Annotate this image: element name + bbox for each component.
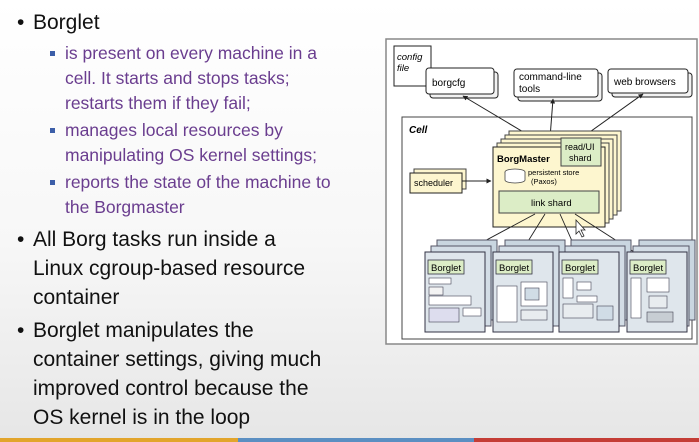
config-file-icon: config file — [393, 45, 432, 87]
command-line-tools-box: command-line tools — [513, 68, 603, 102]
bullet-dot: • — [17, 11, 25, 34]
svg-text:file: file — [397, 63, 409, 74]
svg-text:read/UI: read/UI — [565, 142, 595, 152]
bottom-bar-segment-blue — [238, 438, 474, 442]
square-bullet-marker — [50, 128, 55, 133]
machine-3: Borglet — [558, 239, 632, 333]
web-browsers-box: web browsers — [607, 68, 693, 98]
svg-text:scheduler: scheduler — [414, 178, 453, 188]
svg-text:link shard: link shard — [531, 198, 572, 209]
svg-text:shard: shard — [569, 153, 592, 163]
borgcfg-box: borgcfg — [425, 67, 499, 99]
scheduler-box: scheduler — [409, 168, 467, 194]
svg-text:tools: tools — [519, 84, 540, 95]
borglet-label: Borglet — [565, 263, 595, 274]
bottom-accent-bar — [0, 438, 699, 442]
machine-4: Borglet — [626, 239, 696, 333]
link-shard-box: link shard — [498, 190, 600, 214]
borglet-label: Borglet — [431, 263, 461, 274]
bullet-list: • Borglet is present on every machine in… — [17, 11, 331, 429]
svg-text:config: config — [397, 52, 423, 63]
square-bullet-marker — [50, 51, 55, 56]
bottom-bar-segment-red — [474, 438, 699, 442]
bullet-dot: • — [17, 319, 25, 342]
machine-1: Borglet — [424, 239, 498, 333]
svg-text:command-line: command-line — [519, 72, 582, 83]
svg-text:persistent store: persistent store — [528, 168, 579, 177]
borglet-label: Borglet — [499, 263, 529, 274]
machine-2: Borglet — [492, 239, 566, 333]
bottom-bar-segment-orange — [0, 438, 238, 442]
square-bullet-marker — [50, 180, 55, 185]
bullet-dot: • — [17, 228, 25, 251]
read-ui-shard-box: read/UI shard — [560, 137, 602, 167]
svg-text:BorgMaster: BorgMaster — [497, 154, 550, 165]
svg-text:web browsers: web browsers — [613, 77, 676, 88]
borg-architecture-diagram: config file borgcfg command-line tools w… — [385, 38, 698, 345]
svg-text:(Paxos): (Paxos) — [531, 177, 557, 186]
borglet-label: Borglet — [633, 263, 663, 274]
persistent-store-icon: persistent store (Paxos) — [504, 168, 579, 186]
cell-label: Cell — [409, 125, 428, 136]
bullet-text: Borglet — [33, 11, 100, 34]
mouse-cursor-icon — [575, 218, 586, 238]
svg-text:borgcfg: borgcfg — [432, 78, 465, 89]
